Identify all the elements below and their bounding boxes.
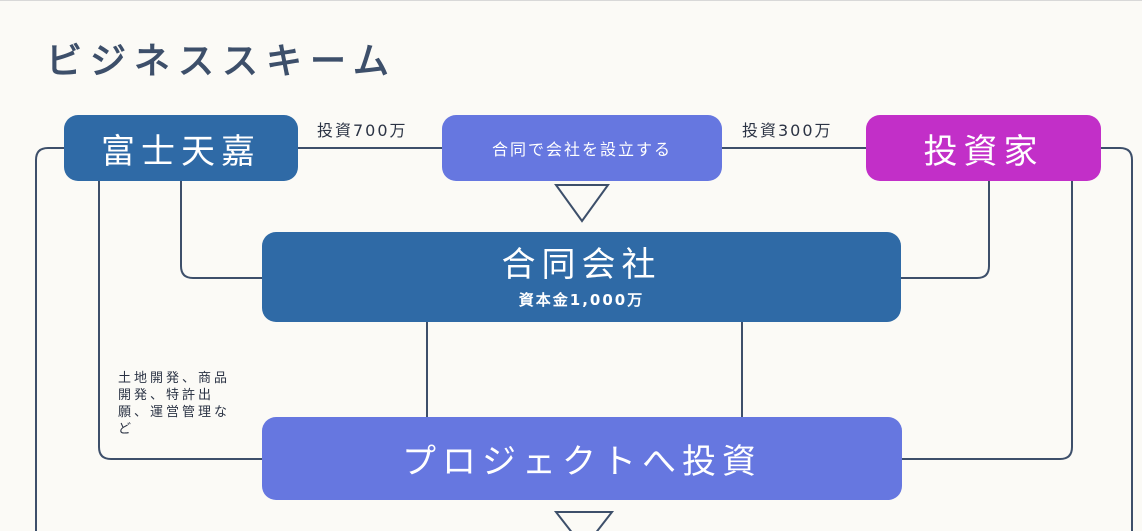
node-investor: 投資家 <box>866 115 1101 181</box>
edge-label-investor-invest: 投資300万 <box>742 121 833 140</box>
node-llc-label: 合同会社 <box>501 244 662 285</box>
connector-investor-llc <box>901 181 990 279</box>
down-arrow-establish <box>554 184 610 223</box>
connector-outer-right <box>1101 147 1133 531</box>
note-line: ど <box>118 422 135 437</box>
connector-outer-left <box>35 147 64 531</box>
connector-fuji-llc <box>180 181 262 279</box>
node-investor-label: 投資家 <box>923 131 1044 172</box>
node-fuji-label: 富士天嘉 <box>101 131 261 172</box>
node-llc: 合同会社 資本金1,000万 <box>262 232 901 322</box>
page-title: ビジネススキーム <box>46 41 397 82</box>
node-project-label: プロジェクトへ投資 <box>402 442 762 482</box>
note-line: 開発、特許出 <box>118 388 215 403</box>
connector-investor-project <box>902 181 1073 460</box>
node-project: プロジェクトへ投資 <box>262 417 902 500</box>
down-arrow-project <box>553 511 615 531</box>
top-border <box>0 0 1142 1</box>
project-scope-note: 土地開発、商品 開発、特許出 願、運営管理な ど <box>118 370 230 438</box>
note-line: 土地開発、商品 <box>118 371 231 386</box>
node-llc-capital: 資本金1,000万 <box>518 290 645 309</box>
node-establish-label: 合同で会社を設立する <box>491 140 672 159</box>
connector-fuji-project <box>98 181 262 460</box>
edge-label-fuji-invest: 投資700万 <box>317 121 408 140</box>
node-establish: 合同で会社を設立する <box>442 115 722 181</box>
note-line: 願、運営管理な <box>118 405 231 420</box>
node-fuji: 富士天嘉 <box>64 115 298 181</box>
